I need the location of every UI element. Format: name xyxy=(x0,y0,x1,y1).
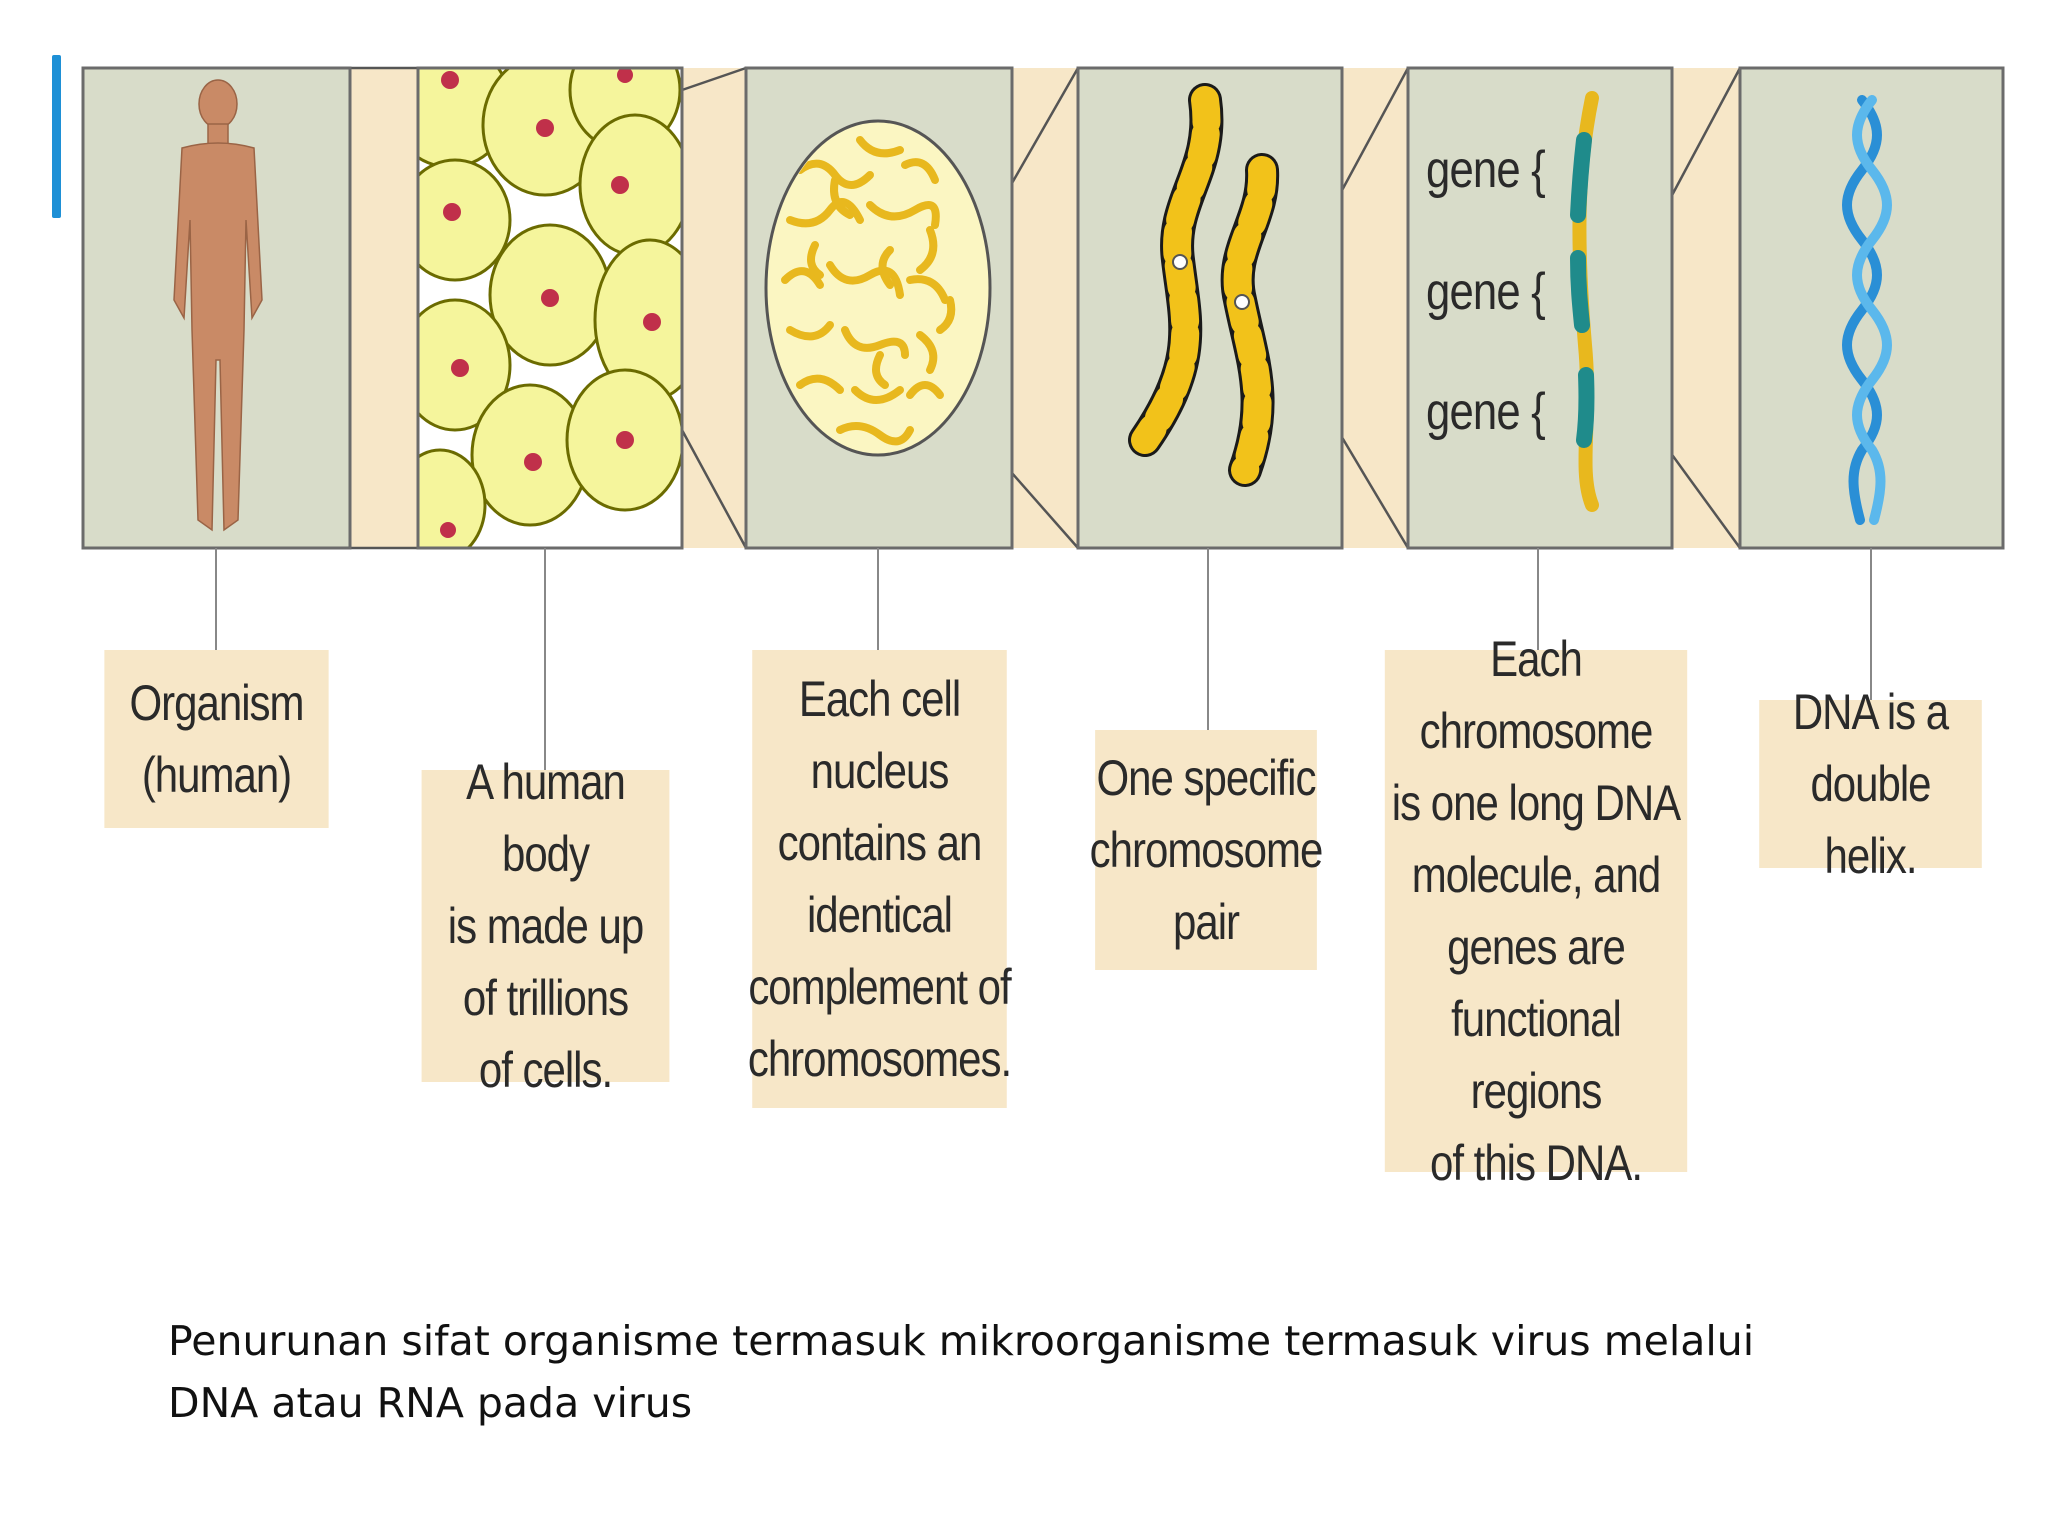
caption-line-1: Penurunan sifat organisme termasuk mikro… xyxy=(168,1317,1755,1365)
caption-text: Penurunan sifat organisme termasuk mikro… xyxy=(168,1310,1928,1434)
panel-nucleus xyxy=(744,66,1014,650)
gene-label-2: gene { xyxy=(1426,263,1546,321)
dna-helix-icon xyxy=(1842,95,1892,525)
panel-cells xyxy=(416,66,684,770)
gene-label-3: gene { xyxy=(1426,383,1546,441)
label-organism: Organism (human) xyxy=(104,650,329,828)
panel-dna xyxy=(1738,66,2005,700)
chromosome-genes-icon xyxy=(1570,91,1599,512)
panel-chromosome-pair xyxy=(1076,66,1344,730)
cell-nuclei xyxy=(440,67,661,538)
label-dna: DNA is a double helix. xyxy=(1759,684,1982,884)
gene-label-1: gene { xyxy=(1426,141,1546,199)
panel-chromosome xyxy=(1406,66,1674,650)
connector-2 xyxy=(682,68,746,548)
biology-hierarchy-diagram xyxy=(81,66,2005,770)
human-figure-icon xyxy=(173,79,263,532)
label-cells: A human body is made up of trillions of … xyxy=(421,754,670,1098)
nucleus-icon xyxy=(764,119,992,457)
label-chromosome-pair: One specific chromosome pair xyxy=(1090,730,1323,970)
label-chromosome: Each chromosome is one long DNA molecule… xyxy=(1384,631,1688,1191)
chromosome-pair-icon xyxy=(1128,83,1280,487)
panel-organism xyxy=(81,66,352,650)
accent-bar xyxy=(52,55,61,218)
caption-line-2: DNA atau RNA pada virus xyxy=(168,1379,693,1427)
label-nucleus: Each cell nucleus contains an identical … xyxy=(748,650,1012,1108)
